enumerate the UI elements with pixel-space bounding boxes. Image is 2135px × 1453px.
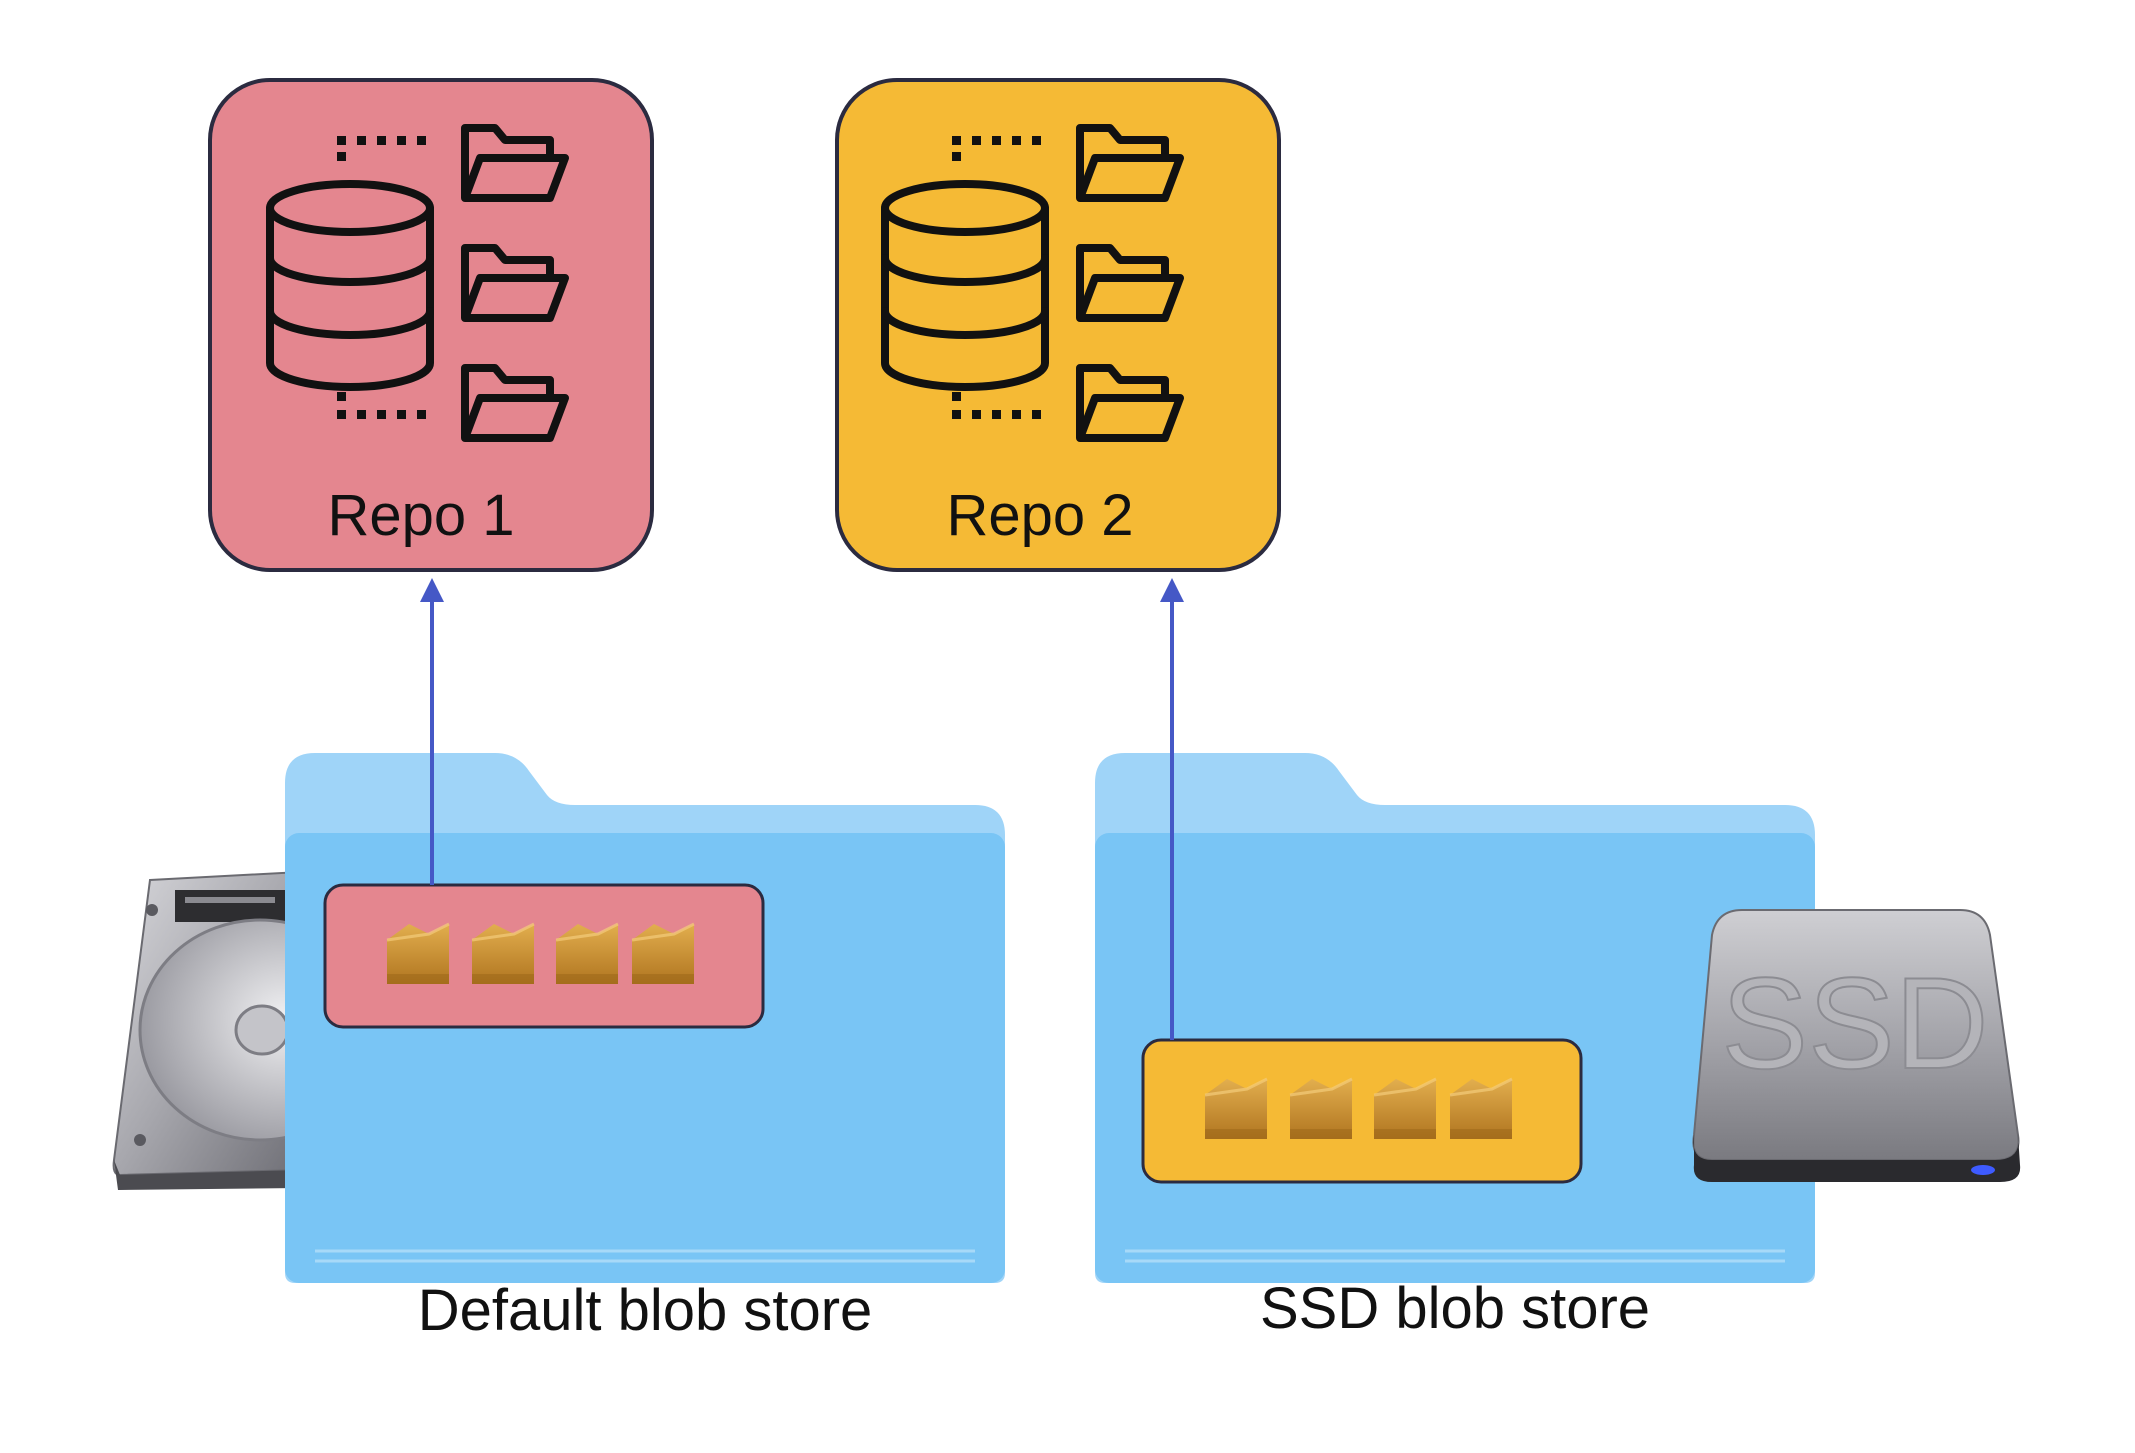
repo-1-card: Repo 1 bbox=[208, 78, 654, 572]
repo-2-label: Repo 2 bbox=[946, 483, 1133, 548]
repo-1-label: Repo 1 bbox=[327, 483, 514, 548]
ssd-blob-store-folder bbox=[1093, 751, 1817, 1285]
repo-2-blob-group bbox=[1141, 1038, 1583, 1184]
repo-1-blob-group bbox=[323, 883, 765, 1029]
ssd-drive-label: SSD bbox=[1721, 950, 1988, 1096]
repo-2-card: Repo 2 bbox=[835, 78, 1281, 572]
solid-state-drive-icon: SSD bbox=[1692, 909, 2021, 1182]
default-blob-store-folder bbox=[283, 751, 1007, 1285]
repo-2-box bbox=[835, 78, 1281, 572]
ssd-blob-store-label: SSD blob store bbox=[1260, 1276, 1650, 1341]
default-blob-store-label: Default blob store bbox=[418, 1278, 873, 1343]
